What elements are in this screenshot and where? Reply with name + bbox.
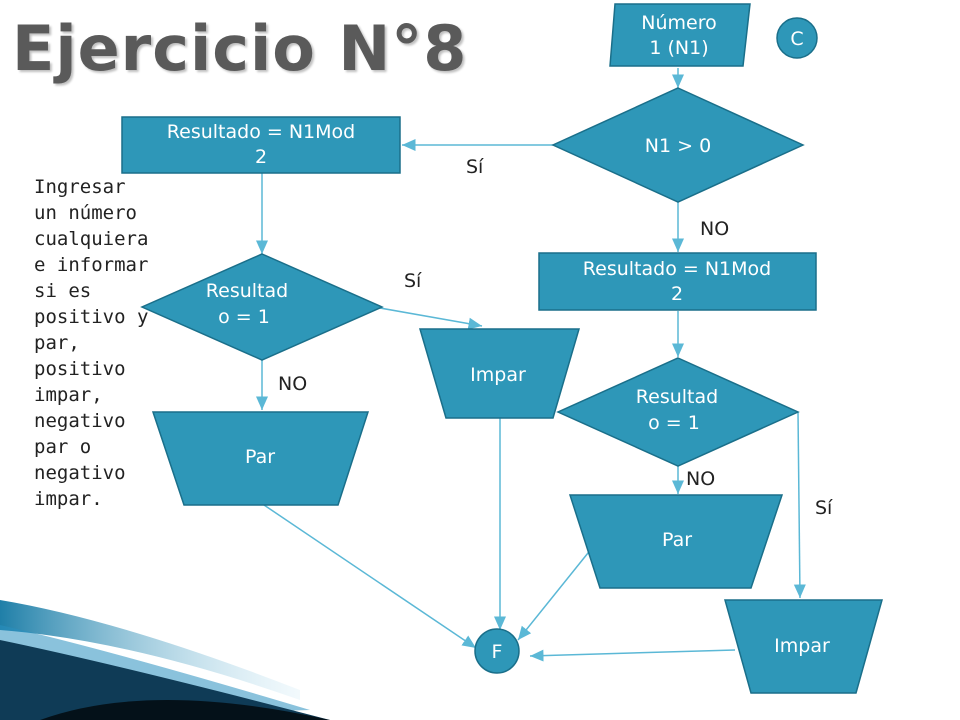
description-line: negativo: [34, 462, 126, 484]
description-line: si es: [34, 280, 92, 302]
result-left-line-2: 2: [255, 146, 267, 168]
par-right-output: Par: [568, 494, 784, 589]
edge-label-si-left: Sí: [404, 270, 422, 292]
edge-label-no-left: NO: [278, 373, 307, 395]
decision-sign: N1 > 0: [551, 87, 805, 203]
input-node-line-2: 1 (N1): [649, 37, 708, 59]
result-left-box: Resultado = N1Mod 2: [121, 116, 401, 174]
decision-left-line-2: o = 1: [218, 306, 270, 328]
impar-right-label: Impar: [774, 635, 830, 657]
description-line: par o: [34, 436, 92, 458]
edge-label-si-top: Sí: [466, 156, 484, 178]
description-line: cualquiera: [34, 228, 149, 250]
result-right-line-1: Resultado = N1Mod: [583, 258, 771, 280]
edge-decision-right-si: [793, 411, 806, 599]
edge-impar-right-to-end: [529, 649, 736, 662]
description-line: positivo y: [34, 306, 149, 328]
result-left-line-1: Resultado = N1Mod: [167, 121, 355, 143]
edge-par-right-to-end: [517, 547, 593, 641]
end-connector: F: [474, 628, 520, 674]
edge-label-no-right: NO: [686, 468, 715, 490]
description-line: positivo: [34, 358, 126, 380]
input-node: Número 1 (N1): [609, 3, 751, 67]
exercise-description: Ingresar un número cualquiera e informar…: [34, 174, 159, 512]
decision-left: Resultad o = 1: [140, 253, 384, 361]
decision-right-line-1: Resultad: [636, 386, 718, 408]
description-line: impar,: [34, 384, 103, 406]
start-connector: C: [776, 17, 818, 59]
slide-title: Ejercicio N°8: [12, 12, 468, 85]
start-connector-label: C: [790, 28, 803, 50]
result-right-box: Resultado = N1Mod 2: [538, 252, 817, 311]
edge-label-si-right: Sí: [815, 497, 833, 519]
description-line: impar.: [34, 488, 103, 510]
edge-label-no-top: NO: [700, 218, 729, 240]
par-left-label: Par: [245, 446, 275, 468]
decision-sign-label: N1 > 0: [645, 135, 711, 157]
description-line: Ingresar: [34, 176, 126, 198]
impar-right-output: Impar: [724, 599, 883, 694]
decision-right-line-2: o = 1: [648, 412, 700, 434]
edge-decision-left-si: [379, 307, 483, 330]
decorative-swoosh: [0, 600, 330, 720]
connectors: [256, 68, 806, 662]
impar-left-label: Impar: [470, 364, 526, 386]
description-line: un número: [34, 202, 137, 224]
decision-left-line-1: Resultad: [206, 280, 288, 302]
par-left-output: Par: [151, 411, 370, 506]
result-right-line-2: 2: [671, 283, 683, 305]
description-line: e informar: [34, 254, 149, 276]
description-line: negativo: [34, 410, 126, 432]
edge-par-left-to-end: [263, 504, 477, 649]
par-right-label: Par: [662, 529, 692, 551]
end-connector-label: F: [492, 641, 503, 663]
description-line: par,: [34, 332, 80, 354]
input-node-line-1: Número: [641, 12, 716, 34]
impar-left-output: Impar: [418, 328, 581, 419]
decision-right: Resultad o = 1: [556, 357, 800, 467]
